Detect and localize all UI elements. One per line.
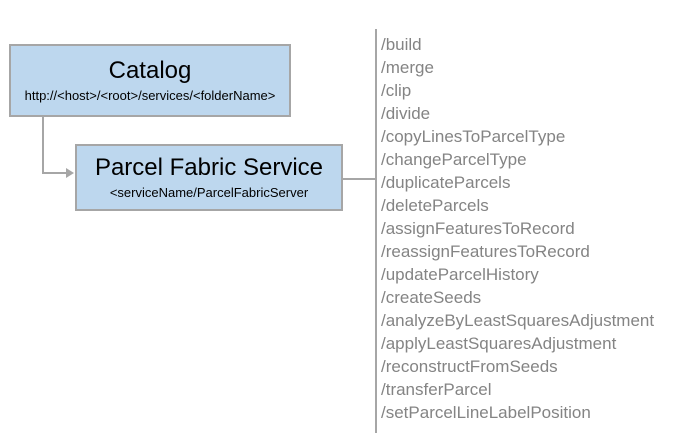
endpoints-branch-line	[375, 29, 377, 433]
service-title: Parcel Fabric Service	[94, 154, 324, 181]
endpoint-item: /deleteParcels	[381, 196, 489, 215]
endpoint-item: /build	[381, 35, 422, 54]
endpoint-item: /divide	[381, 104, 431, 123]
catalog-url: http://<host>/<root>/services/<folderNam…	[24, 88, 276, 103]
endpoint-item: /copyLinesToParcelType	[381, 127, 566, 146]
connector-arrowhead-icon	[66, 168, 74, 178]
endpoint-item: /reassignFeaturesToRecord	[381, 242, 590, 261]
service-to-endpoints-connector	[343, 178, 376, 180]
endpoint-item: /createSeeds	[381, 288, 482, 307]
endpoint-item: /clip	[381, 81, 412, 100]
endpoint-item: /duplicateParcels	[381, 173, 511, 192]
endpoint-item: /merge	[381, 58, 434, 77]
endpoint-item: /setParcelLineLabelPosition	[381, 403, 591, 422]
endpoint-item: /assignFeaturesToRecord	[381, 219, 575, 238]
catalog-title: Catalog	[108, 57, 192, 84]
endpoints-list: /build/merge/clip/divide/copyLinesToParc…	[381, 33, 654, 424]
catalog-node: Catalog http://<host>/<root>/services/<f…	[9, 44, 291, 117]
endpoint-item: /transferParcel	[381, 380, 492, 399]
endpoint-item: /changeParcelType	[381, 150, 527, 169]
endpoint-item: /analyzeByLeastSquaresAdjustment	[381, 311, 655, 330]
catalog-to-service-connector-vertical	[42, 116, 44, 174]
catalog-to-service-connector-horizontal	[42, 172, 67, 174]
endpoint-item: /applyLeastSquaresAdjustment	[381, 334, 617, 353]
service-url: <serviceName/ParcelFabricServer	[109, 185, 309, 200]
parcel-fabric-service-node: Parcel Fabric Service <serviceName/Parce…	[75, 144, 343, 211]
endpoint-item: /reconstructFromSeeds	[381, 357, 558, 376]
endpoint-item: /updateParcelHistory	[381, 265, 539, 284]
